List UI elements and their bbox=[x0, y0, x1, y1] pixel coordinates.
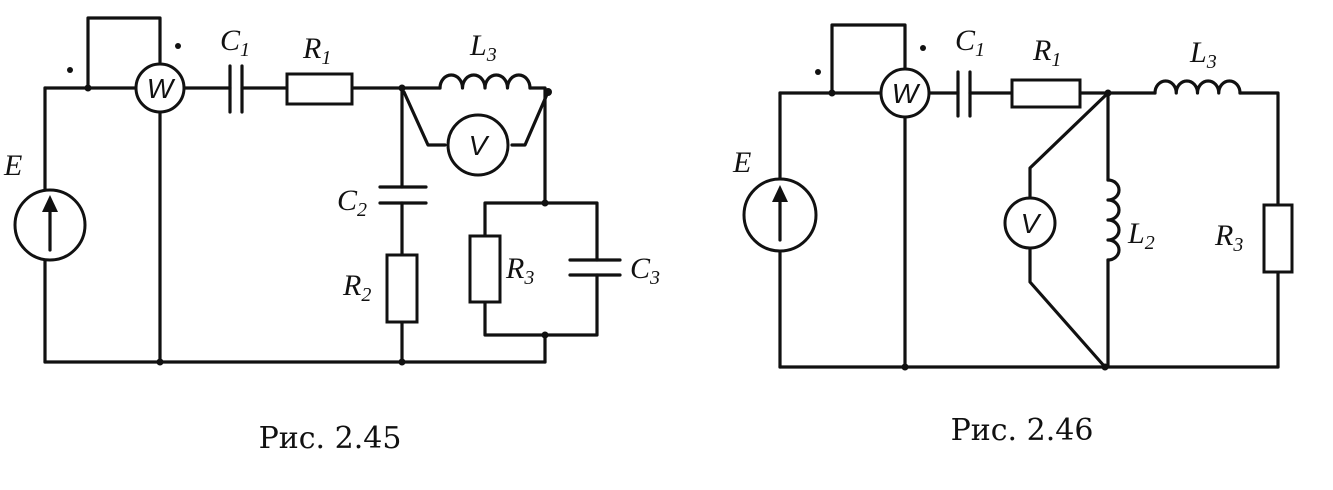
fig46-node bbox=[1101, 363, 1109, 371]
fig46-voltmeter-leads bbox=[1028, 91, 1110, 369]
fig46-label-c1: C1 bbox=[955, 24, 985, 61]
fig46-wattmeter-bridge bbox=[830, 23, 907, 95]
svg-text:V: V bbox=[1021, 208, 1042, 239]
fig45-label-r2: R2 bbox=[342, 269, 371, 306]
fig45-node bbox=[84, 84, 92, 92]
fig45-label-e: E bbox=[3, 149, 22, 182]
fig45-parallel-r3-c3 bbox=[483, 201, 599, 364]
fig45-wire-l3-right bbox=[528, 86, 547, 205]
fig45-generator-mark bbox=[67, 67, 73, 73]
fig46-inductor-l2 bbox=[1106, 178, 1121, 262]
fig46-caption: Рис. 2.46 bbox=[951, 413, 1094, 448]
svg-text:V: V bbox=[469, 130, 490, 161]
fig45-capacitor-c1 bbox=[228, 64, 244, 114]
fig46-source-e bbox=[742, 177, 818, 253]
fig45-capacitor-c3 bbox=[568, 258, 622, 277]
fig46-capacitor-c1 bbox=[956, 70, 972, 118]
svg-text:W: W bbox=[892, 78, 921, 109]
fig46-resistor-r1 bbox=[1010, 78, 1082, 109]
fig46-resistor-r3 bbox=[1262, 203, 1294, 274]
fig45-resistor-r3 bbox=[468, 234, 502, 304]
fig46-voltmeter: V bbox=[1003, 196, 1057, 250]
fig45-node bbox=[541, 331, 549, 339]
fig45-node bbox=[544, 88, 552, 96]
fig46-label-l3: L3 bbox=[1189, 36, 1217, 73]
fig46-node bbox=[828, 89, 836, 97]
fig46-generator-mark bbox=[815, 69, 821, 75]
fig45-label-c2: C2 bbox=[337, 184, 367, 221]
fig46-generator-mark bbox=[920, 45, 926, 51]
fig45-label-l3: L3 bbox=[469, 29, 497, 66]
fig46-label-e: E bbox=[732, 146, 751, 179]
fig45-wattmeter-bridge bbox=[86, 16, 162, 90]
fig45-label-r3: R3 bbox=[505, 252, 534, 289]
fig45-generator-mark bbox=[175, 43, 181, 49]
fig45-label-r1: R1 bbox=[302, 32, 331, 69]
fig45-source-e bbox=[13, 188, 87, 262]
fig45-node bbox=[398, 358, 406, 366]
figure-2-45: E W C1 R1 L3 V C2 R2 R3 C bbox=[3, 16, 660, 456]
fig46-node bbox=[1104, 89, 1112, 97]
fig45-label-c3: C3 bbox=[630, 252, 660, 289]
fig45-wattmeter: W bbox=[134, 62, 186, 114]
fig45-label-c1: C1 bbox=[220, 24, 250, 61]
fig45-node bbox=[156, 358, 164, 366]
fig45-node bbox=[398, 84, 406, 92]
fig45-resistor-r2 bbox=[385, 253, 419, 324]
fig45-voltmeter: V bbox=[446, 113, 510, 177]
figure-2-46: E W C1 R1 L3 V L2 R3 Рис. 2.46 bbox=[732, 23, 1294, 448]
fig45-resistor-r1 bbox=[285, 72, 354, 106]
fig46-label-r1: R1 bbox=[1032, 34, 1061, 71]
fig46-inductor-l3 bbox=[1153, 79, 1242, 95]
fig46-wattmeter: W bbox=[879, 67, 931, 119]
fig46-node bbox=[901, 363, 909, 371]
fig45-voltmeter-leads bbox=[402, 90, 550, 147]
fig46-label-l2: L2 bbox=[1127, 217, 1155, 254]
fig45-node bbox=[541, 199, 549, 207]
fig45-inductor-l3 bbox=[438, 73, 532, 90]
fig45-capacitor-c2 bbox=[378, 185, 428, 205]
svg-text:W: W bbox=[147, 73, 176, 104]
fig45-caption: Рис. 2.45 bbox=[259, 421, 402, 456]
fig46-label-r3: R3 bbox=[1214, 219, 1243, 256]
fig46-wire-l3-r3 bbox=[1238, 91, 1280, 369]
